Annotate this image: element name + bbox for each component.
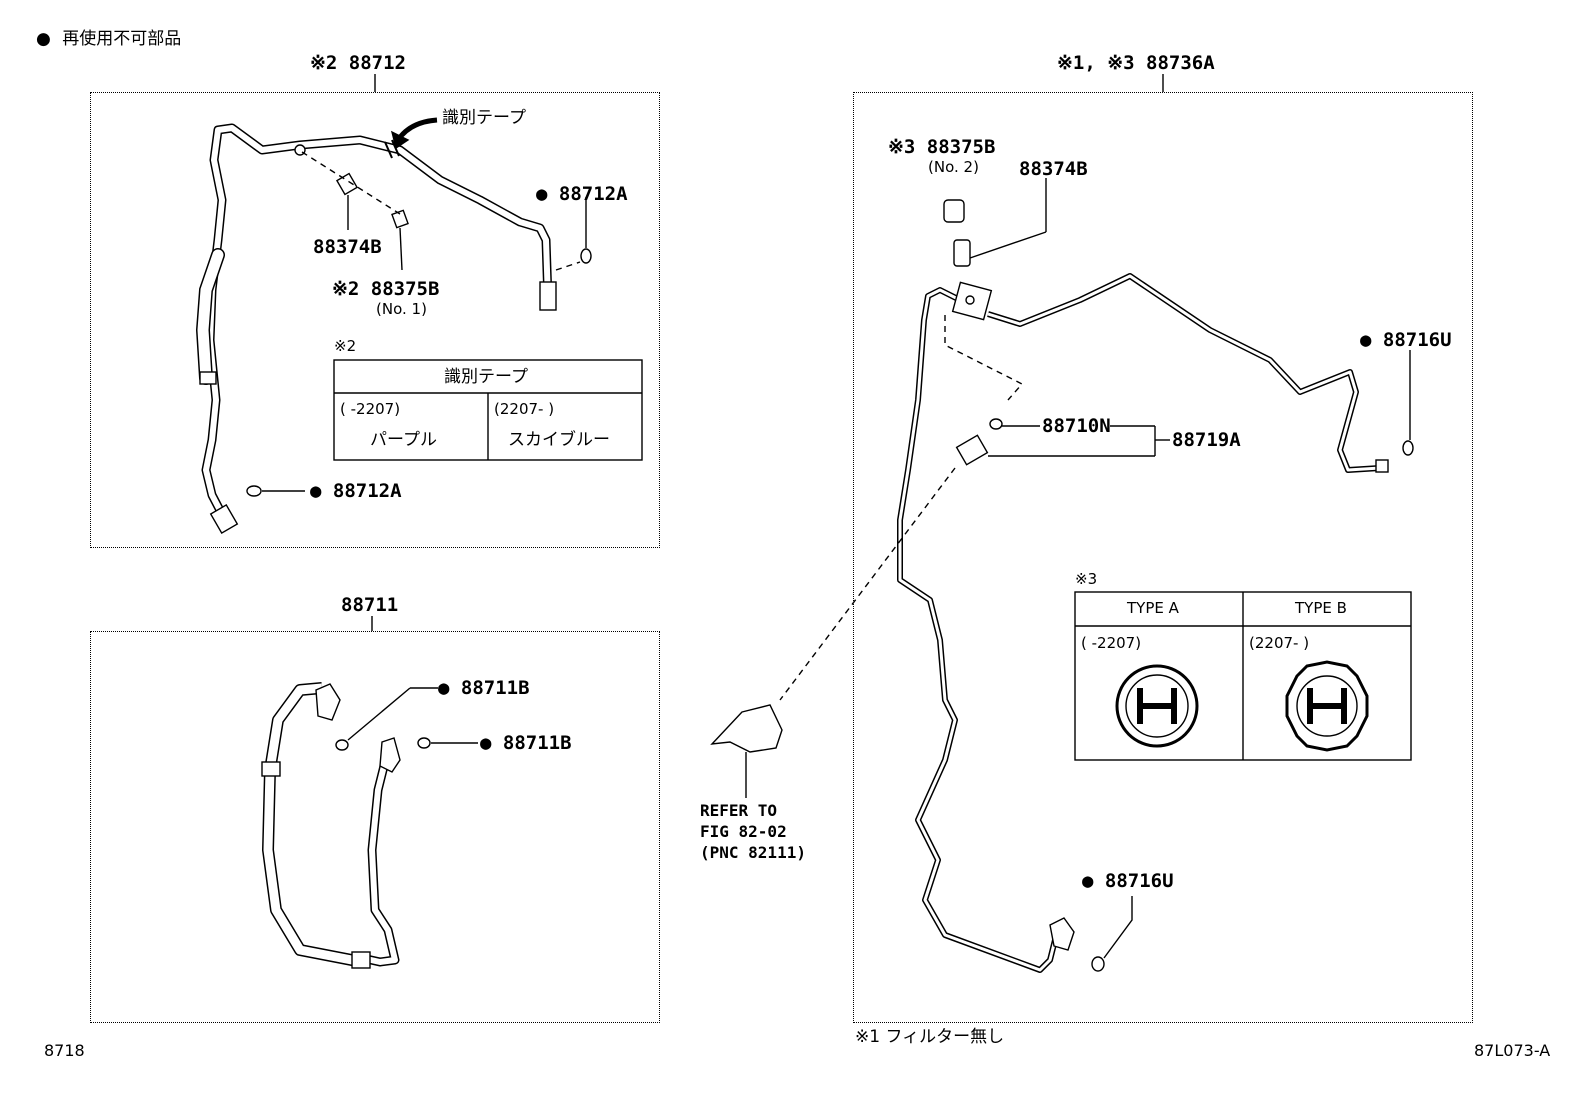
- part-88719A: 88719A: [1172, 429, 1241, 451]
- table2-caption: ※2: [334, 337, 357, 355]
- part-88375B-no2-sub: (No. 2): [928, 158, 979, 176]
- part-88711B-a: ● 88711B: [438, 677, 530, 699]
- table2-col2-range: (2207- ): [494, 400, 555, 418]
- footer-right-code: 87L073-A: [1474, 1041, 1551, 1060]
- panel-88711: [90, 631, 660, 1023]
- part-88716U-top: ● 88716U: [1360, 329, 1452, 351]
- refer-line3: (PNC 82111): [700, 843, 806, 862]
- part-88375B-sub: (No. 1): [376, 300, 427, 318]
- table3-col1-head: TYPE A: [1127, 599, 1179, 617]
- refer-line2: FIG 82-02: [700, 822, 787, 841]
- tape-label: 識別テープ: [442, 108, 526, 128]
- table3-col1-range: ( -2207): [1081, 634, 1142, 652]
- table3-col2-range: (2207- ): [1249, 634, 1310, 652]
- part-88374B: 88374B: [313, 236, 382, 258]
- legend: ● 再使用不可部品: [36, 31, 181, 48]
- part-88375B-no2: ※3 88375B: [888, 136, 996, 158]
- legend-bullet: ●: [36, 29, 51, 49]
- panel-88736A: [853, 92, 1473, 1023]
- refer-line1: REFER TO: [700, 801, 778, 820]
- part-88716U-bottom: ● 88716U: [1082, 870, 1174, 892]
- footer-note1: ※1 フィルター無し: [855, 1027, 1005, 1047]
- panel-88736A-title: ※1, ※3 88736A: [1057, 52, 1215, 74]
- part-88374B-right: 88374B: [1019, 158, 1088, 180]
- table3-caption: ※3: [1075, 570, 1098, 588]
- footer-left-code: 8718: [44, 1041, 85, 1060]
- part-88710N: 88710N: [1042, 415, 1111, 437]
- table2-col1-range: ( -2207): [340, 400, 401, 418]
- panel-88711-title: 88711: [341, 594, 399, 616]
- table2-col1-value: パープル: [370, 430, 437, 450]
- table3-col2-head: TYPE B: [1295, 599, 1347, 617]
- part-88712A-top: ● 88712A: [536, 183, 628, 205]
- table2-header: 識別テープ: [444, 367, 528, 387]
- part-88711B-b: ● 88711B: [480, 732, 572, 754]
- panel-88712: [90, 92, 660, 548]
- part-88712A-bottom: ● 88712A: [310, 480, 402, 502]
- panel-88712-title: ※2 88712: [310, 52, 406, 74]
- table2-col2-value: スカイブルー: [508, 430, 610, 450]
- legend-text: 再使用不可部品: [62, 29, 182, 49]
- part-88375B: ※2 88375B: [332, 278, 440, 300]
